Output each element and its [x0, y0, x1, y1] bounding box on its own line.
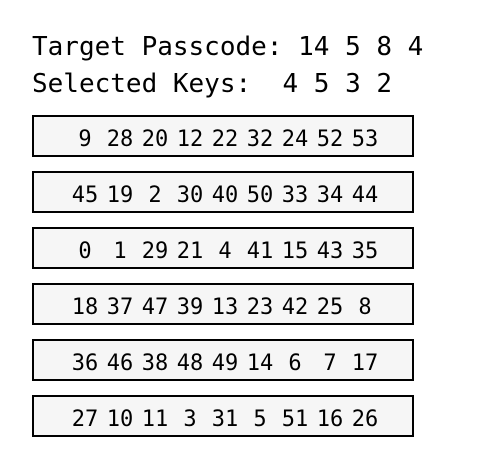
target-passcode-line: Target Passcode: 14 5 8 4 [32, 32, 423, 62]
keypad-key[interactable]: 0 [78, 239, 92, 264]
keypad-key[interactable]: 52 [316, 127, 344, 152]
selected-keys-value: 4 5 3 2 [282, 69, 393, 99]
keypad-key[interactable]: 42 [281, 295, 309, 320]
keypad-key[interactable]: 7 [323, 351, 337, 376]
keypad-key[interactable]: 18 [71, 295, 99, 320]
keypad-key[interactable]: 5 [253, 407, 267, 432]
keypad-key[interactable]: 51 [281, 407, 309, 432]
keypad-key[interactable]: 40 [211, 183, 239, 208]
keypad-key[interactable]: 23 [246, 295, 274, 320]
keypad-key[interactable]: 16 [316, 407, 344, 432]
target-passcode-value: 14 5 8 4 [298, 32, 424, 62]
keypad-key[interactable]: 30 [176, 183, 204, 208]
keypad-key[interactable]: 10 [106, 407, 134, 432]
keypad-key[interactable]: 12 [176, 127, 204, 152]
keypad-key[interactable]: 47 [141, 295, 169, 320]
keypad-key[interactable]: 15 [281, 239, 309, 264]
keypad-key[interactable]: 24 [281, 127, 309, 152]
keypad-key[interactable]: 50 [246, 183, 274, 208]
keypad-key[interactable]: 3 [183, 407, 197, 432]
keypad-key[interactable]: 48 [176, 351, 204, 376]
keypad-key[interactable]: 38 [141, 351, 169, 376]
keypad-key[interactable]: 17 [351, 351, 379, 376]
keypad-key[interactable]: 2 [148, 183, 162, 208]
keypad-row: 45 19 2 30 40 50 33 34 44 [32, 171, 414, 213]
keypad-key[interactable]: 25 [316, 295, 344, 320]
keypad-key[interactable]: 9 [78, 127, 92, 152]
keypad-key[interactable]: 6 [288, 351, 302, 376]
keypad-key[interactable]: 31 [211, 407, 239, 432]
keypad-key[interactable]: 22 [211, 127, 239, 152]
keypad-key[interactable]: 43 [316, 239, 344, 264]
keypad-key[interactable]: 34 [316, 183, 344, 208]
keypad-key[interactable]: 35 [351, 239, 379, 264]
keypad-key[interactable]: 19 [106, 183, 134, 208]
keypad-key[interactable]: 39 [176, 295, 204, 320]
selected-keys-label: Selected Keys: [32, 69, 252, 99]
target-passcode-label: Target Passcode: [32, 32, 283, 62]
keypad-key[interactable]: 53 [351, 127, 379, 152]
keypad-key[interactable]: 13 [211, 295, 239, 320]
keypad-key[interactable]: 21 [176, 239, 204, 264]
keypad-key[interactable]: 28 [106, 127, 134, 152]
keypad-key[interactable]: 20 [141, 127, 169, 152]
keypad-key[interactable]: 32 [246, 127, 274, 152]
keypad-key[interactable]: 45 [71, 183, 99, 208]
keypad-key[interactable]: 1 [113, 239, 127, 264]
keypad-key[interactable]: 41 [246, 239, 274, 264]
keypad-key[interactable]: 33 [281, 183, 309, 208]
keypad-row: 9 28 20 12 22 32 24 52 53 [32, 115, 414, 157]
selected-keys-line: Selected Keys: 4 5 3 2 [32, 69, 392, 99]
keypad-key[interactable]: 49 [211, 351, 239, 376]
keypad-key[interactable]: 29 [141, 239, 169, 264]
keypad-row: 18 37 47 39 13 23 42 25 8 [32, 283, 414, 325]
keypad-row: 27 10 11 3 31 5 51 16 26 [32, 395, 414, 437]
keypad-key[interactable]: 11 [141, 407, 169, 432]
keypad-key[interactable]: 37 [106, 295, 134, 320]
keypad-key[interactable]: 4 [218, 239, 232, 264]
keypad-key[interactable]: 44 [351, 183, 379, 208]
keypad-key[interactable]: 14 [246, 351, 274, 376]
keypad-key[interactable]: 26 [351, 407, 379, 432]
keypad-key[interactable]: 8 [358, 295, 372, 320]
keypad-key[interactable]: 36 [71, 351, 99, 376]
keypad-key[interactable]: 27 [71, 407, 99, 432]
keypad-key[interactable]: 46 [106, 351, 134, 376]
